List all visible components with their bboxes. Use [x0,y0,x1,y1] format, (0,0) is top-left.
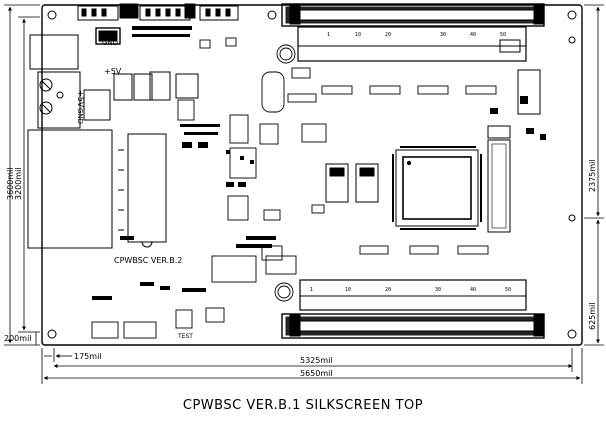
dimension-labels: 3600mil 3200mil 200mil 175mil 5325mil 56… [4,159,597,378]
dim-right-lower: 625mil [588,302,597,330]
version-label: CPWBSC VER.B.2 [114,256,182,265]
smd-component-field [92,26,546,300]
bottom-pin-50: 50 [505,287,511,293]
dimension-lines [4,4,604,384]
test-label: TEST [177,333,193,340]
bottom-pin-10: 10 [345,287,351,293]
lower-middle-components [91,245,489,339]
top-pin-1: 1 [327,32,330,38]
top-connector-pin-numbers: 1 10 20 30 40 50 [327,32,506,38]
mounting-holes [47,10,577,339]
top-pin-30: 30 [440,32,446,38]
fpga-pin-ticks [392,146,482,230]
top-pin-50: 50 [500,32,506,38]
dim-bottom-outer: 5650mil [300,369,333,378]
oscillators [325,163,379,203]
figure-caption: CPWBSC VER.B.1 SILKSCREEN TOP [182,398,424,413]
top-pin-10: 10 [355,32,361,38]
power-5v-top-label: +5V [104,67,122,76]
top-50pin-connector [281,3,545,62]
bottom-50pin-connector [281,279,545,339]
top-header-connectors [77,3,239,21]
top-pin-40: 40 [470,32,476,38]
power-5v-label: +5V [76,90,85,108]
central-components [177,37,497,221]
dim-left-inner: 3200mil [14,167,23,200]
bottom-pin-40: 40 [470,287,476,293]
left-large-ics [27,129,167,249]
gnd-top-label: GND [102,39,118,47]
bottom-pin-20: 20 [385,287,391,293]
power-input-area [29,27,199,129]
dim-left-outer: 3600mil [6,167,15,200]
dim-bottom-offset: 175mil [74,352,102,361]
power-gnd-label: GND [76,108,84,124]
bottom-pin-1: 1 [310,287,313,293]
right-side-ic [487,39,541,233]
bottom-pin-30: 30 [435,287,441,293]
dim-bottom-inner: 5325mil [300,356,333,365]
main-fpga-chip [395,149,479,227]
pcb-outline [41,4,583,346]
top-pin-20: 20 [385,32,391,38]
dim-right-upper: 2375mil [588,159,597,192]
bottom-connector-pin-numbers: 1 10 20 30 40 50 [310,287,511,293]
dim-left-bottom: 200mil [4,334,32,343]
